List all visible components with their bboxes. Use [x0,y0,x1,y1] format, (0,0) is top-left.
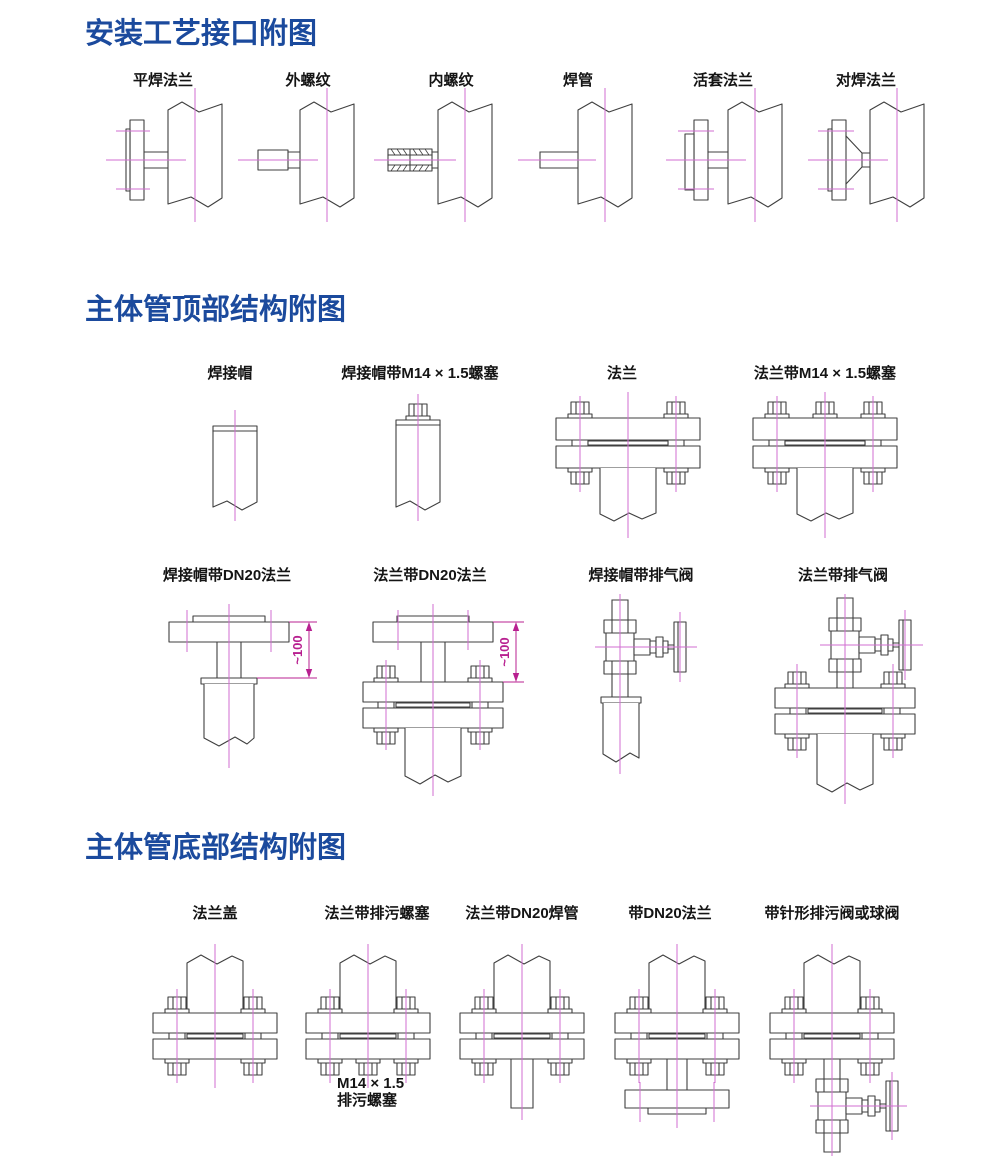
figure-caption: 法兰带M14 × 1.5螺塞 [753,365,897,382]
figure-caption: 焊接帽带排气阀 [588,567,694,584]
butt-weld-flange-diagram [808,88,925,222]
flange-dn20-flange-diagram: ~100 [362,604,524,796]
centerlines [776,392,874,538]
section-title-install-interfaces: 安装工艺接口附图 [85,18,318,50]
centerlines [483,944,561,1120]
centerlines [238,88,328,222]
flange-plug-diagram [752,392,898,538]
welded-cap-dn20-flange-diagram: ~100 [168,604,317,768]
figure-caption: 焊接帽带DN20法兰 [162,567,292,584]
dimension-100: ~100 [257,621,317,679]
centerlines [666,88,756,222]
drain-plug-note-line1: M14 × 1.5 [337,1075,405,1092]
flat-weld-flange-diagram [106,88,223,222]
figure-caption: 对焊法兰 [835,72,896,89]
centerlines [186,604,272,768]
figure-caption: 外螺纹 [285,72,331,89]
figure-caption: 带DN20法兰 [628,905,712,922]
centerlines [374,88,466,222]
figure-caption: 焊接帽带M14 × 1.5螺塞 [341,365,499,382]
blind-flange-diagram [152,944,278,1088]
figure-caption: 活套法兰 [692,72,753,89]
figure-caption: 焊接帽 [207,365,253,382]
centerlines [595,594,697,774]
welded-pipe-diagram [518,88,633,222]
dimension-label: ~100 [290,635,305,664]
centerlines [329,944,407,1088]
figure-caption: 法兰带排气阀 [797,567,888,584]
centerlines [638,944,716,1128]
dimension-label: ~100 [497,637,512,666]
figure-caption: 法兰带DN20法兰 [373,567,487,584]
dn20-flange-diagram [614,944,740,1128]
welded-cap-vent-valve-diagram [595,594,697,774]
figure-caption: 法兰带DN20焊管 [465,905,579,922]
centerlines [808,88,898,222]
dimension-100: ~100 [493,621,524,683]
section-title-bottom-structure: 主体管底部结构附图 [85,832,347,864]
external-thread-diagram [238,88,355,222]
figure-caption: 法兰盖 [192,905,238,922]
centerlines [106,88,196,222]
internal-thread-diagram [374,88,493,222]
centerlines [518,88,606,222]
welded-cap-plug-diagram [395,394,441,521]
drain-plug-note-line2: 排污螺塞 [337,1092,398,1109]
flange-vent-valve-diagram [774,594,923,804]
figure-caption: 法兰 [606,365,637,382]
figure-caption: 法兰带排污螺塞 [324,905,430,922]
welded-cap-diagram [212,410,258,521]
figure-caption: 焊管 [562,72,593,89]
flange-diagram [555,392,701,538]
needle-drain-valve-diagram [769,944,907,1156]
figure-caption: 内螺纹 [428,72,474,89]
figure-caption: 平焊法兰 [132,72,193,89]
drain-plug-note: M14 × 1.5 排污螺塞 [337,1075,404,1109]
centerlines [385,604,481,796]
section-title-top-structure: 主体管顶部结构附图 [85,294,347,326]
centerlines [796,594,923,804]
centerlines [579,392,677,538]
centerlines [176,944,254,1088]
figure-caption: 带针形排污阀或球阀 [764,905,900,922]
lap-joint-flange-diagram [666,88,783,222]
centerlines [793,944,907,1156]
flange-drain-plug-diagram [305,944,431,1088]
flange-dn20-pipe-diagram [459,944,585,1120]
